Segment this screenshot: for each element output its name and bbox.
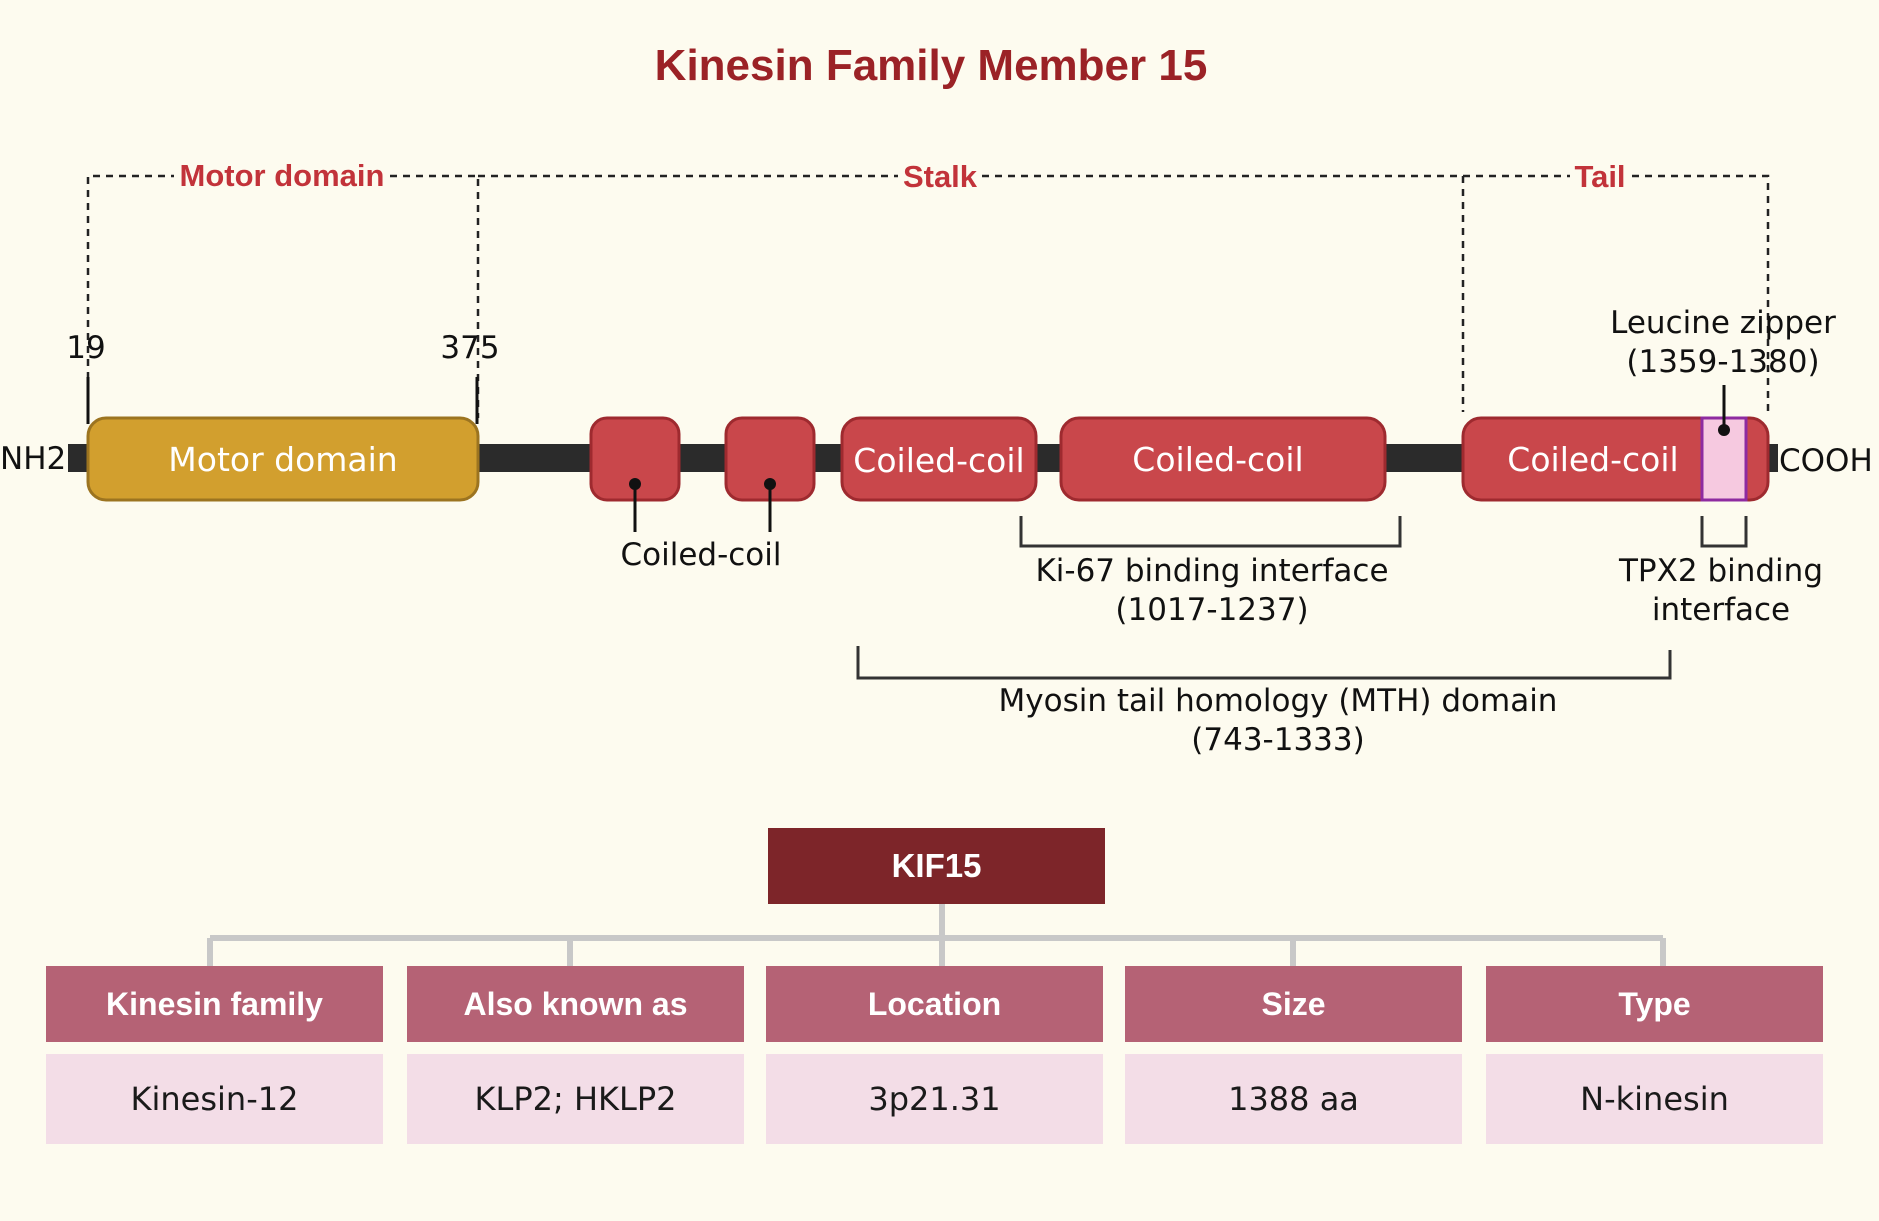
location-header: Location: [766, 966, 1103, 1042]
type-value: N-kinesin: [1486, 1054, 1823, 1144]
stalk-region-label: Stalk: [903, 159, 978, 194]
ki67-range: (1017-1237): [1115, 592, 1308, 628]
figure-title: Kinesin Family Member 15: [655, 41, 1208, 90]
type-header: Type: [1486, 966, 1823, 1042]
kinesin-family-value: Kinesin-12: [46, 1054, 383, 1144]
mth-range: (743-1333): [1191, 722, 1364, 758]
info-column-location: Location 3p21.31: [766, 966, 1103, 1144]
kif15-root-box: KIF15: [768, 828, 1105, 904]
ki67-bracket: [1019, 516, 1402, 548]
size-value: 1388 aa: [1125, 1054, 1462, 1144]
kinesin-family-header: Kinesin family: [46, 966, 383, 1042]
position-motor-end-label: 375: [440, 330, 499, 366]
coiled-coil-1-box: [840, 416, 1038, 502]
mth-bracket: [856, 646, 1672, 680]
n-terminus-label: NH2: [0, 441, 66, 477]
location-value: 3p21.31: [766, 1054, 1103, 1144]
motor-domain-box: [86, 416, 480, 502]
coiled-coil-3-box: [1461, 416, 1770, 502]
stalk-region-bracket: [478, 174, 1465, 412]
info-column-kinesin-family: Kinesin family Kinesin-12: [46, 966, 383, 1144]
coiled-coil-3-label: Coiled-coil: [1507, 440, 1678, 479]
tpx2-label: TPX2 binding: [1618, 553, 1823, 589]
mth-label: Myosin tail homology (MTH) domain: [999, 683, 1558, 719]
leucine-zipper-label: Leucine zipper: [1610, 305, 1836, 341]
info-tree-connector: [207, 904, 1666, 966]
coiled-coil-2-label: Coiled-coil: [1132, 440, 1303, 479]
ki67-label: Ki-67 binding interface: [1035, 553, 1388, 589]
coiled-coil-2-box: [1059, 416, 1387, 502]
coiled-coil-1-label: Coiled-coil: [853, 441, 1024, 480]
position-start-label: 19: [66, 330, 105, 366]
size-header: Size: [1125, 966, 1462, 1042]
motor-domain-label: Motor domain: [168, 440, 397, 479]
motor-region-bracket: [86, 174, 480, 418]
also-known-as-header: Also known as: [407, 966, 744, 1042]
c-terminus-label: COOH: [1779, 443, 1873, 479]
tail-region-label: Tail: [1574, 159, 1625, 194]
info-column-type: Type N-kinesin: [1486, 966, 1823, 1144]
info-column-size: Size 1388 aa: [1125, 966, 1462, 1144]
tpx2-bracket: [1700, 516, 1748, 548]
small-coiled-coil-label: Coiled-coil: [620, 537, 781, 573]
tail-region-bracket: [1463, 174, 1770, 412]
leucine-zipper-range: (1359-1380): [1626, 344, 1819, 380]
tpx2-label-line-2: interface: [1652, 592, 1790, 628]
motor-region-label: Motor domain: [180, 158, 385, 193]
info-column-also-known-as: Also known as KLP2; HKLP2: [407, 966, 744, 1144]
also-known-as-value: KLP2; HKLP2: [407, 1054, 744, 1144]
